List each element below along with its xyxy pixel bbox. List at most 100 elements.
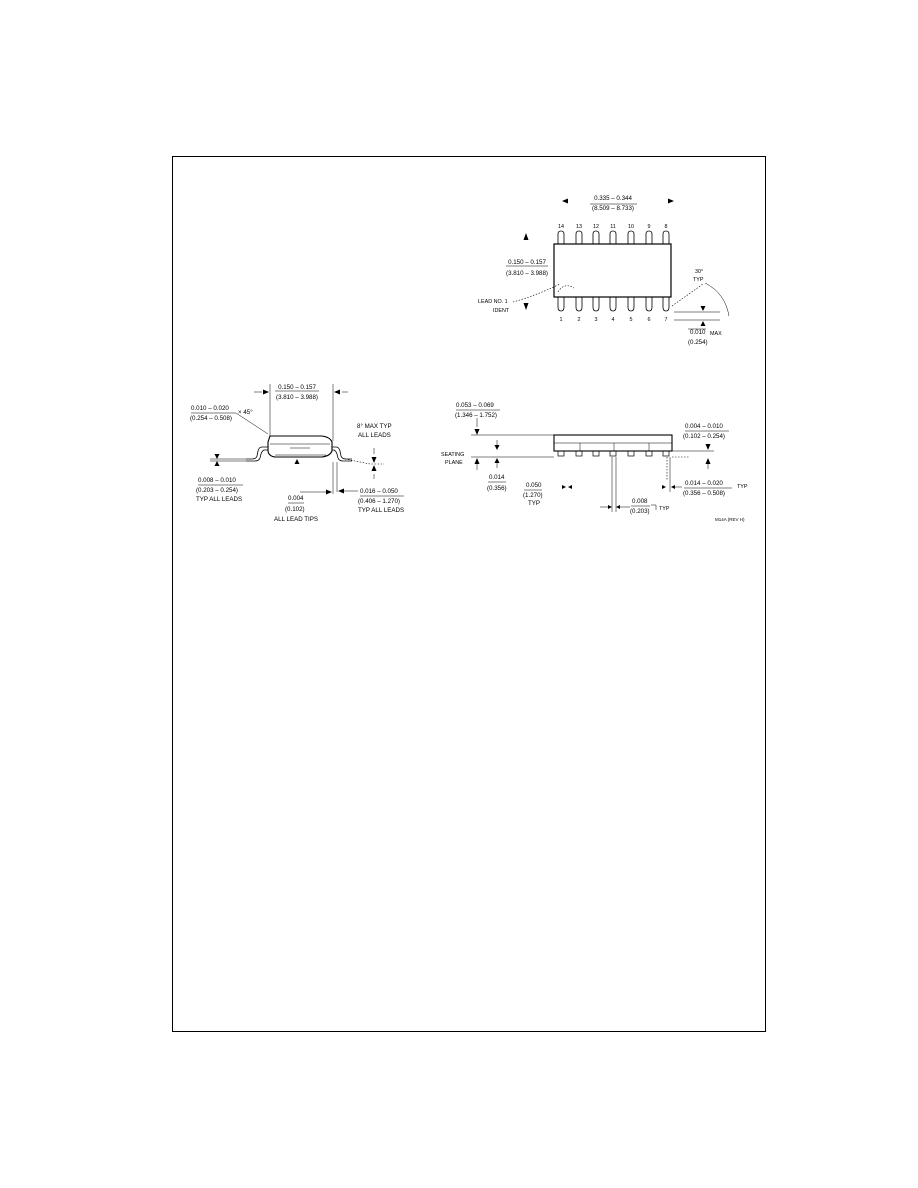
pin-label: 9 [648,224,651,230]
lead-left-inner [246,449,268,462]
front-pitch-in: 0.050 [526,482,542,489]
top-max-label: MAX [710,331,722,337]
pin1-notch [557,285,575,293]
front-height-mm: (1.346 – 1.752) [455,412,497,419]
side-tip-mm: (0.102) [285,506,305,513]
arrow-down-icon [700,306,706,311]
front-standoff-mm: (0.102 – 0.254) [683,433,725,440]
lead-left [246,446,268,460]
front-standoff-in: 0.004 – 0.010 [685,423,723,430]
front-leads [557,443,670,457]
side-tip-in: 0.004 [288,495,304,502]
arrow-left-icon [338,488,344,494]
pin-label: 4 [612,317,615,323]
pin-label: 3 [595,317,598,323]
front-leadw-mm: (0.356 – 0.508) [683,490,725,497]
pin-label: 14 [558,224,564,230]
angle-leader [671,283,704,307]
pin-label: 13 [576,224,582,230]
arrow-right-icon [562,485,566,489]
side-chamfer-angle: × 45° [238,409,253,416]
arrow-right-icon [263,389,269,395]
front-view: 0.053 – 0.069 (1.346 – 1.752) SEATING PL… [441,402,748,522]
pin-labels-bottom: 1 2 3 4 5 6 7 [560,317,668,323]
top-height-mm: (3.810 – 3.988) [506,270,548,277]
arrow-up-icon [523,233,529,240]
side-view: 0.150 – 0.157 (3.810 – 3.988) 0.010 – 0.… [190,384,404,523]
front-leadw-in: 0.014 – 0.020 [685,480,723,487]
arrow-right-icon [608,505,612,509]
arrow-right-icon [326,489,332,495]
arrow-down-icon [523,303,529,310]
lead-ident-line2: IDENT [493,308,510,314]
side-chamfer-in: 0.010 – 0.020 [191,405,229,412]
front-pitch-note: TYP [528,500,540,507]
arrow-left-icon [334,389,340,395]
arrow-up-icon [700,321,706,326]
top-height-in: 0.150 – 0.157 [508,259,546,266]
arrow-up-icon [371,465,377,471]
seating-line1: SEATING [441,452,464,458]
pin-label: 5 [630,317,633,323]
package-body-top [553,243,672,298]
arrow-down-icon [474,429,480,435]
arrow-up-icon [705,458,711,464]
front-std-mm: (0.356) [487,485,507,492]
front-lead-note: TYP [659,506,670,512]
front-leadw-note: TYP [737,484,748,490]
pin-label: 6 [648,317,651,323]
pin-label: 7 [665,317,668,323]
top-max-mm: (0.254) [688,339,708,346]
arrow-up-icon [474,458,480,464]
arrow-left-icon [616,505,620,509]
angle-arc [704,282,730,317]
pin-label: 8 [665,224,668,230]
arrow-right-icon [668,198,674,204]
top-angle-line2: TYP [693,277,704,283]
side-body-mm: (3.810 – 3.988) [276,394,318,401]
pin-label: 12 [593,224,599,230]
arrow-left-icon [568,485,572,489]
side-thick-note: TYP ALL LEADS [196,496,242,503]
front-std-in: 0.014 [489,474,505,481]
lead-note-leader [651,504,657,510]
angle-leader [344,458,384,465]
front-height-in: 0.053 – 0.069 [456,402,494,409]
pin-label: 10 [628,224,634,230]
top-max-in: 0.010 [690,329,706,336]
arrow-up-icon [494,458,500,463]
lead-right-inner [332,449,352,462]
arrow-left-icon [562,198,568,204]
side-chamfer-mm: (0.254 – 0.508) [190,415,232,422]
pin-label: 11 [610,224,616,230]
front-lead-mm: (0.203) [630,508,650,515]
pin-label: 1 [560,317,563,323]
arrow-left-icon [671,485,675,489]
lead-ident-line1: LEAD NO. 1 [478,299,508,305]
arrow-down-icon [371,457,377,463]
lead-ident-leader [512,283,561,303]
drawing-number: M14A (REV H) [715,517,745,522]
side-body-in: 0.150 – 0.157 [278,384,316,391]
arrow-up-icon [294,459,300,464]
side-angle-line1: 8° MAX TYP [357,423,392,430]
pin-labels-top: 14 13 12 11 10 9 8 [558,224,668,230]
pins-bottom [557,297,670,312]
arrow-down-icon [705,444,711,450]
side-tip-note: ALL LEAD TIPS [274,516,318,523]
side-foot-in: 0.016 – 0.050 [360,488,398,495]
lead-right [332,446,352,460]
side-thick-mm: (0.203 – 0.254) [196,487,238,494]
package-body-side [267,435,333,458]
top-width-in: 0.335 – 0.344 [594,195,632,202]
front-pitch-mm: (1.270) [523,492,543,499]
arrow-up-icon [214,461,220,466]
arrow-right-icon [662,485,666,489]
top-angle-line1: 30° [695,269,703,275]
pin-label: 2 [578,317,581,323]
arrow-down-icon [214,454,220,459]
side-foot-note: TYP ALL LEADS [358,507,404,514]
seating-line2: PLANE [445,460,463,466]
side-thick-in: 0.008 – 0.010 [198,477,236,484]
